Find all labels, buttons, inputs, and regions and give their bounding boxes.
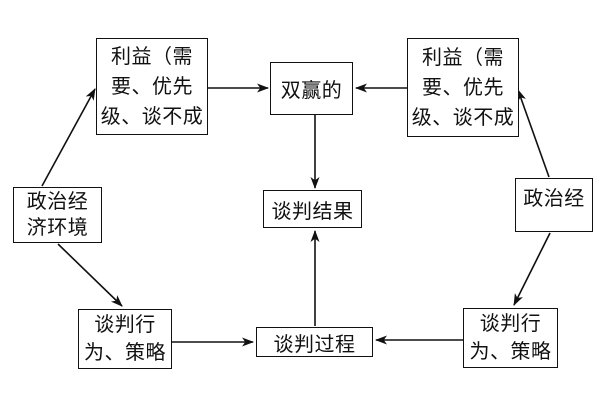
box-behavior-right: 谈判行 为、策略 [463, 308, 558, 368]
box-env-left: 政治经 济环境 [13, 187, 102, 243]
box-env-right-label: 政治经 [523, 188, 585, 210]
arrow-env-right-to-interest-right [517, 89, 550, 178]
box-interest-right-line2: 要、优先 [422, 76, 504, 99]
box-behavior-left-line2: 为、策略 [84, 342, 166, 364]
arrow-env-left-to-behavior-left [57, 243, 123, 307]
box-process-label: 谈判过程 [273, 333, 356, 356]
box-interest-right-line3: 级、谈不成 [411, 106, 515, 129]
arrow-env-left-to-interest-left [41, 88, 96, 187]
box-interest-left-line1: 利益（需 [111, 45, 193, 68]
box-behavior-right-line2: 为、策略 [469, 341, 552, 363]
box-interest-left-line3: 级、谈不成 [100, 105, 204, 128]
box-interest-left-line2: 要、优先 [111, 75, 193, 98]
box-env-left-line1: 政治经 [26, 191, 89, 213]
box-behavior-right-line1: 谈判行 [479, 313, 542, 335]
box-result-label: 谈判结果 [271, 200, 354, 223]
box-env-right: 政治经 [515, 178, 593, 232]
box-behavior-left: 谈判行 为、策略 [78, 309, 172, 369]
box-behavior-left-line1: 谈判行 [94, 314, 156, 336]
box-interest-right-line1: 利益（需 [422, 46, 504, 69]
box-result: 谈判结果 [263, 190, 362, 228]
arrow-env-right-to-behavior-right [513, 232, 551, 306]
box-env-left-line2: 济环境 [26, 217, 89, 239]
box-win-win: 双赢的 [270, 62, 353, 115]
box-interest-right: 利益（需 要、优先 级、谈不成 [407, 38, 519, 137]
box-interest-left: 利益（需 要、优先 级、谈不成 [96, 38, 208, 135]
box-win-win-label: 双赢的 [280, 80, 343, 102]
box-process: 谈判过程 [256, 327, 373, 357]
